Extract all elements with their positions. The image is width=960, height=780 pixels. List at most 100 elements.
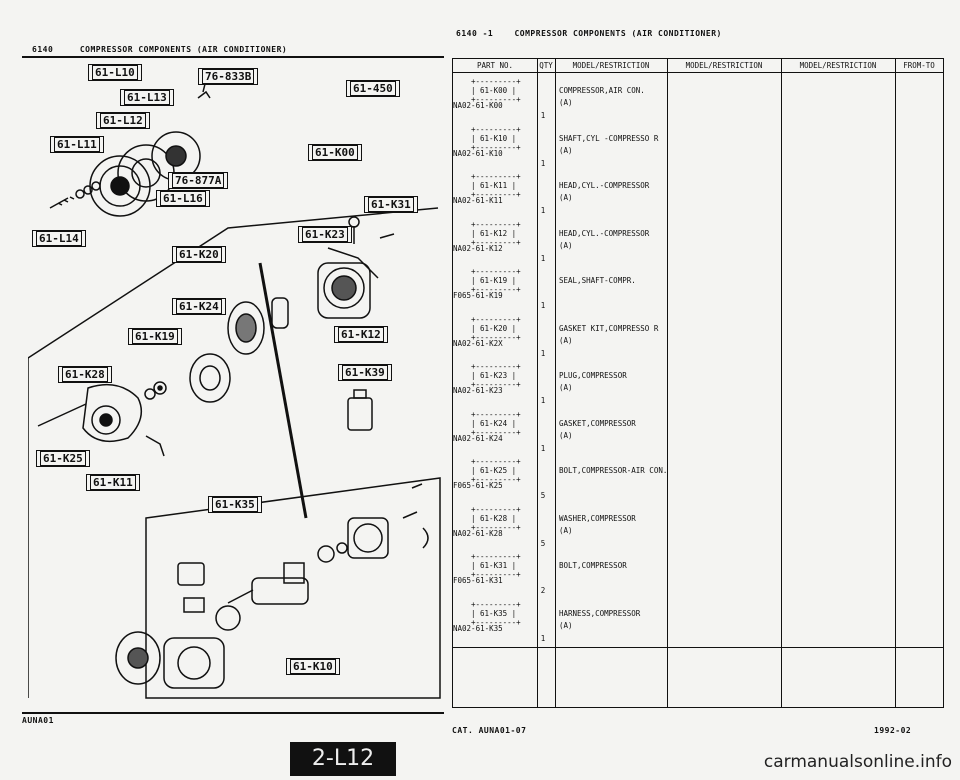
ref-code: | 61-K25 |	[471, 466, 517, 475]
quantity: 1	[540, 158, 546, 168]
quantity: 1	[540, 253, 546, 263]
callout-61-k12: 61-K12	[334, 326, 388, 343]
ref-box: +---------+| 61-K35 |+---------+	[471, 599, 521, 627]
table-row: +---------+| 61-K24 |+---------+NA02-61-…	[453, 410, 943, 460]
ref-box: +---------+| 61-K31 |+---------+	[471, 552, 521, 579]
description: WASHER,COMPRESSOR(A)	[559, 513, 636, 535]
table-row: +---------+| 61-K19 |+---------+F065-61-…	[453, 267, 943, 317]
left-header: 6140 COMPRESSOR COMPONENTS (AIR CONDITIO…	[32, 45, 287, 54]
exploded-diagram: 61-L10 76-833B 61-L13 61-L12 61-L11 61-4…	[27, 58, 442, 708]
callout-61-l16: 61-L16	[156, 190, 210, 207]
description: SEAL,SHAFT-COMPR.	[559, 276, 636, 285]
callout-61-l10: 61-L10	[88, 64, 142, 81]
ref-box: +---------+| 61-K00 |+---------+	[471, 77, 521, 104]
right-header-code: 6140 -1	[456, 29, 494, 38]
table-row: +---------+| 61-K20 |+---------+NA02-61-…	[453, 315, 943, 365]
description: HEAD,CYL.-COMPRESSOR(A)	[559, 181, 650, 202]
ref-code: | 61-K28 |	[471, 513, 517, 523]
description: COMPRESSOR,AIR CON.(A)	[559, 86, 645, 107]
callout-61-k28: 61-K28	[58, 366, 112, 383]
ref-box: +---------+| 61-K23 |+---------+	[471, 362, 521, 389]
ref-box: +---------+| 61-K11 |+---------+	[471, 172, 521, 199]
callout-61-k31: 61-K31	[364, 196, 418, 213]
ref-box: +---------+| 61-K10 |+---------+	[471, 124, 521, 152]
part-number: F065-61-K31	[453, 576, 503, 585]
quantity: 1	[540, 633, 546, 643]
header-from-to: FROM-TO	[903, 61, 935, 70]
ref-code: | 61-K12 |	[471, 228, 517, 238]
compressor-illustration	[27, 83, 441, 699]
part-number: NA02-61-K10	[453, 148, 503, 158]
ref-code: | 61-K11 |	[471, 181, 517, 190]
callout-61-k23: 61-K23	[298, 226, 352, 243]
part-number: F065-61-K19	[453, 291, 503, 300]
left-header-title: COMPRESSOR COMPONENTS (AIR CONDITIONER)	[79, 45, 288, 54]
quantity: 1	[540, 443, 546, 453]
table-row: +---------+| 61-K10 |+---------+NA02-61-…	[453, 125, 943, 175]
description: BOLT,COMPRESSOR	[559, 561, 627, 570]
callout-61-k11: 61-K11	[86, 474, 140, 491]
callout-61-k25: 61-K25	[36, 450, 90, 467]
callout-61-k39: 61-K39	[338, 364, 392, 381]
footer-date: 1992-02	[874, 726, 912, 735]
callout-61-k19: 61-K19	[128, 328, 182, 345]
ref-code: | 61-K31 |	[471, 561, 517, 570]
table-row: +---------+| 61-K35 |+---------+NA02-61-…	[453, 600, 943, 650]
part-number: NA02-61-K2X	[453, 338, 503, 348]
callout-61-l14: 61-L14	[32, 230, 86, 247]
header-model-1: MODEL/RESTRICTION	[572, 61, 650, 70]
quantity: 5	[540, 538, 546, 548]
callout-61-l11: 61-L11	[50, 136, 104, 153]
table-row: +---------+| 61-K00 |+---------+NA02-61-…	[453, 77, 943, 127]
description: HARNESS,COMPRESSOR(A)	[559, 608, 641, 630]
part-number: NA02-61-K35	[453, 623, 503, 633]
ref-code: | 61-K23 |	[471, 371, 517, 380]
ref-code: | 61-K00 |	[471, 86, 517, 95]
ref-box: +---------+| 61-K24 |+---------+	[471, 409, 521, 437]
callout-61-k10: 61-K10	[286, 658, 340, 675]
table-row: +---------+| 61-K12 |+---------+NA02-61-…	[453, 220, 943, 270]
watermark: carmanualsonline.info	[763, 752, 952, 772]
parts-table: PART NO. QTY MODEL/RESTRICTION MODEL/RES…	[452, 58, 944, 708]
callout-76-877a: 76-877A	[168, 172, 229, 189]
callout-61-k35: 61-K35	[208, 496, 262, 513]
part-number: NA02-61-K00	[453, 101, 503, 110]
quantity: 1	[540, 111, 546, 120]
ref-box: +---------+| 61-K28 |+---------+	[471, 504, 521, 532]
table-row: +---------+| 61-K31 |+---------+F065-61-…	[453, 552, 943, 602]
right-header: 6140 -1 COMPRESSOR COMPONENTS (AIR CONDI…	[456, 29, 722, 38]
ref-box: +---------+| 61-K20 |+---------+	[471, 314, 521, 342]
quantity: 2	[540, 586, 546, 595]
callout-61-l13: 61-L13	[120, 89, 174, 106]
callout-76-833b: 76-833B	[198, 68, 259, 85]
part-number: NA02-61-K12	[453, 243, 503, 253]
table-row: +---------+| 61-K11 |+---------+NA02-61-…	[453, 172, 943, 222]
callout-61-k00: 61-K00	[308, 144, 362, 161]
callout-61-l12: 61-L12	[96, 112, 150, 129]
header-part-no: PART NO.	[476, 61, 514, 70]
quantity: 5	[540, 491, 546, 500]
ref-code: | 61-K24 |	[471, 418, 517, 428]
left-bottom-rule	[22, 712, 444, 714]
footer-left: AUNA01	[22, 716, 54, 725]
header-model-3: MODEL/RESTRICTION	[799, 61, 877, 70]
description: GASKET,COMPRESSOR(A)	[559, 418, 636, 440]
left-top-rule	[22, 56, 444, 58]
part-number: NA02-61-K28	[453, 528, 503, 538]
description: PLUG,COMPRESSOR(A)	[559, 371, 627, 392]
footer-catalog: CAT. AUNA01-07	[452, 726, 527, 735]
part-number: F065-61-K25	[453, 481, 503, 490]
ref-code: | 61-K35 |	[471, 608, 517, 618]
quantity: 1	[540, 301, 546, 310]
callout-61-k24: 61-K24	[172, 298, 226, 315]
ref-code: | 61-K19 |	[471, 276, 517, 285]
table-row: +---------+| 61-K28 |+---------+NA02-61-…	[453, 505, 943, 555]
description: GASKET KIT,COMPRESSO R(A)	[559, 323, 659, 345]
right-header-title: COMPRESSOR COMPONENTS (AIR CONDITIONER)	[514, 29, 722, 38]
ref-box: +---------+| 61-K19 |+---------+	[471, 267, 521, 294]
ref-code: | 61-K20 |	[471, 323, 517, 333]
left-header-code: 6140	[32, 45, 54, 54]
part-number: NA02-61-K11	[453, 196, 503, 205]
quantity: 1	[540, 206, 546, 215]
header-model-2: MODEL/RESTRICTION	[685, 61, 763, 70]
